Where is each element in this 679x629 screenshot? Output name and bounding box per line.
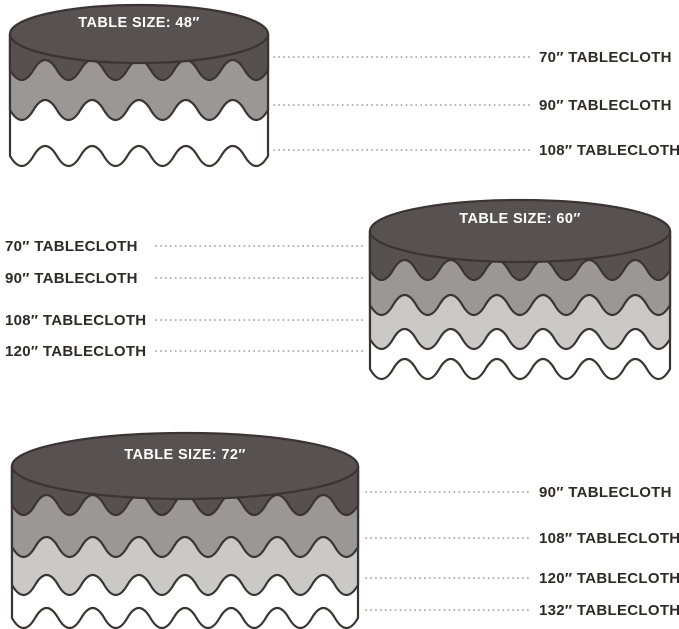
table-illustration-72 — [10, 431, 360, 629]
tablecloth-label-108: 108″ TABLECLOTH — [539, 142, 679, 159]
tablecloth-label-120: 120″ TABLECLOTH — [5, 343, 146, 360]
labels-table-48: 70″ TABLECLOTH 90″ TABLECLOTH 108″ TABLE… — [273, 49, 679, 159]
tablecloth-label-90: 90″ TABLECLOTH — [539, 484, 672, 501]
table-top-ellipse — [10, 431, 360, 501]
tablecloth-label-108: 108″ TABLECLOTH — [5, 312, 146, 329]
tablecloth-label-120: 120″ TABLECLOTH — [539, 570, 679, 587]
table-60-title: TABLE SIZE: 60″ — [459, 211, 580, 227]
tablecloth-label-90: 90″ TABLECLOTH — [539, 97, 672, 114]
labels-table-60: 70″ TABLECLOTH 90″ TABLECLOTH 108″ TABLE… — [5, 238, 365, 360]
tablecloth-label-90: 90″ TABLECLOTH — [5, 270, 138, 287]
tablecloth-label-70: 70″ TABLECLOTH — [5, 238, 138, 255]
table-72-title: TABLE SIZE: 72″ — [124, 447, 245, 463]
tablecloth-label-70: 70″ TABLECLOTH — [539, 49, 672, 66]
table-illustration-60 — [368, 198, 672, 381]
table-top-ellipse — [8, 3, 270, 65]
tablecloth-label-132: 132″ TABLECLOTH — [539, 602, 679, 619]
labels-table-72: 90″ TABLECLOTH 108″ TABLECLOTH 120″ TABL… — [365, 484, 679, 619]
table-top-ellipse — [368, 198, 672, 264]
table-48-title: TABLE SIZE: 48″ — [78, 15, 199, 31]
tablecloth-label-108: 108″ TABLECLOTH — [539, 530, 679, 547]
table-illustration-48 — [8, 3, 270, 168]
